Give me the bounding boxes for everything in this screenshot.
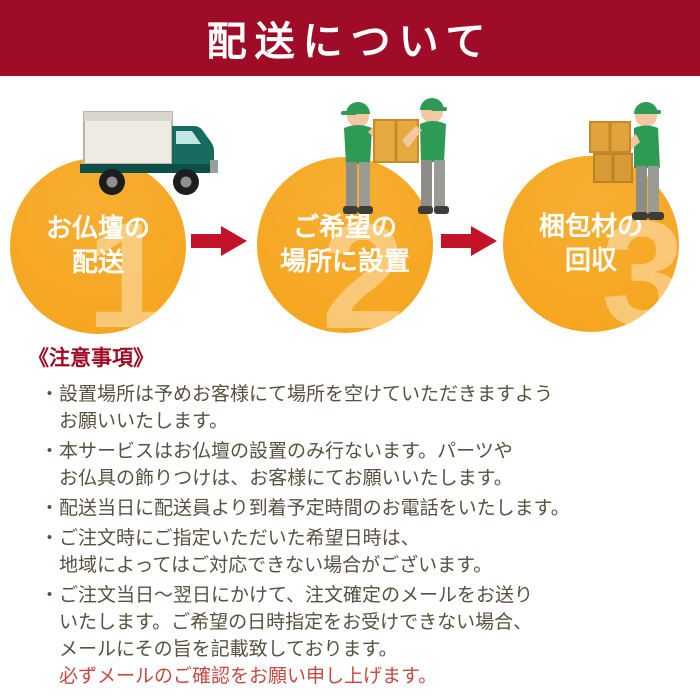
note-item: ・ 本サービスはお仏壇の設置のみ行ないます。パーツや お仏具の飾りつけは、お客様…: [40, 438, 678, 492]
notes-section: 《注意事項》 ・ 設置場所は予めお客様にて場所を空けていただきますよう お願いい…: [28, 342, 678, 693]
step-3-number: 3: [601, 189, 679, 332]
two-movers-carrying-box-icon: [328, 92, 460, 232]
note-bullet: ・: [40, 498, 60, 519]
step-3-label: 梱包材の 回収: [538, 211, 643, 275]
delivery-truck-icon: [78, 102, 230, 202]
note-text: ご注文時にご指定いただいた希望日時は、 地域によってはご対応できない場合がござい…: [59, 528, 493, 576]
note-text: 設置場所は予めお客様にて場所を空けていただきますよう お願いいたします。: [59, 384, 554, 432]
note-item: ・ 設置場所は予めお客様にて場所を空けていただきますよう お願いいたします。: [40, 381, 678, 435]
notes-list: ・ 設置場所は予めお客様にて場所を空けていただきますよう お願いいたします。 ・…: [28, 381, 678, 690]
note-warning: 必ずメールのご確認をお願い申し上げます。: [59, 666, 438, 687]
step-2-number: 2: [321, 192, 405, 333]
note-item: ・ 配送当日に配送員より到着予定時間のお電話をいたします。: [40, 495, 678, 522]
note-text: ご注文当日～翌日にかけて、注文確定のメールをお送り いたします。ご希望の日時指定…: [59, 585, 534, 660]
note-text: 本サービスはお仏壇の設置のみ行ないます。パーツや お仏具の飾りつけは、お客様にて…: [59, 441, 513, 489]
note-item: ・ ご注文当日～翌日にかけて、注文確定のメールをお送り いたします。ご希望の日時…: [40, 582, 678, 690]
step-1-circle: 1 お仏壇の 配送: [10, 158, 186, 334]
page-title: 配送について: [206, 20, 494, 64]
step-2-label: ご希望の 場所に設置: [279, 212, 410, 276]
arrow-right-icon: [441, 224, 497, 258]
note-bullet: ・: [40, 384, 60, 405]
note-text: 配送当日に配送員より到着予定時間のお電話をいたします。: [59, 498, 570, 519]
arrow-right-icon: [191, 224, 247, 258]
step-1-number: 1: [86, 191, 170, 334]
step-1-label: お仏壇の 配送: [45, 213, 150, 277]
mover-collecting-boxes-icon: [584, 96, 680, 232]
step-3-circle: 3 梱包材の 回収: [503, 156, 679, 332]
step-2-circle: 2 ご希望の 場所に設置: [257, 157, 433, 333]
note-bullet: ・: [40, 528, 60, 549]
note-bullet: ・: [40, 441, 60, 462]
note-bullet: ・: [40, 585, 60, 606]
header-banner: 配送について: [0, 0, 700, 76]
notes-heading: 《注意事項》: [28, 347, 154, 370]
delivery-steps-section: 1 お仏壇の 配送 2 ご: [0, 76, 700, 344]
note-item: ・ ご注文時にご指定いただいた希望日時は、 地域によってはご対応できない場合がご…: [40, 525, 678, 579]
